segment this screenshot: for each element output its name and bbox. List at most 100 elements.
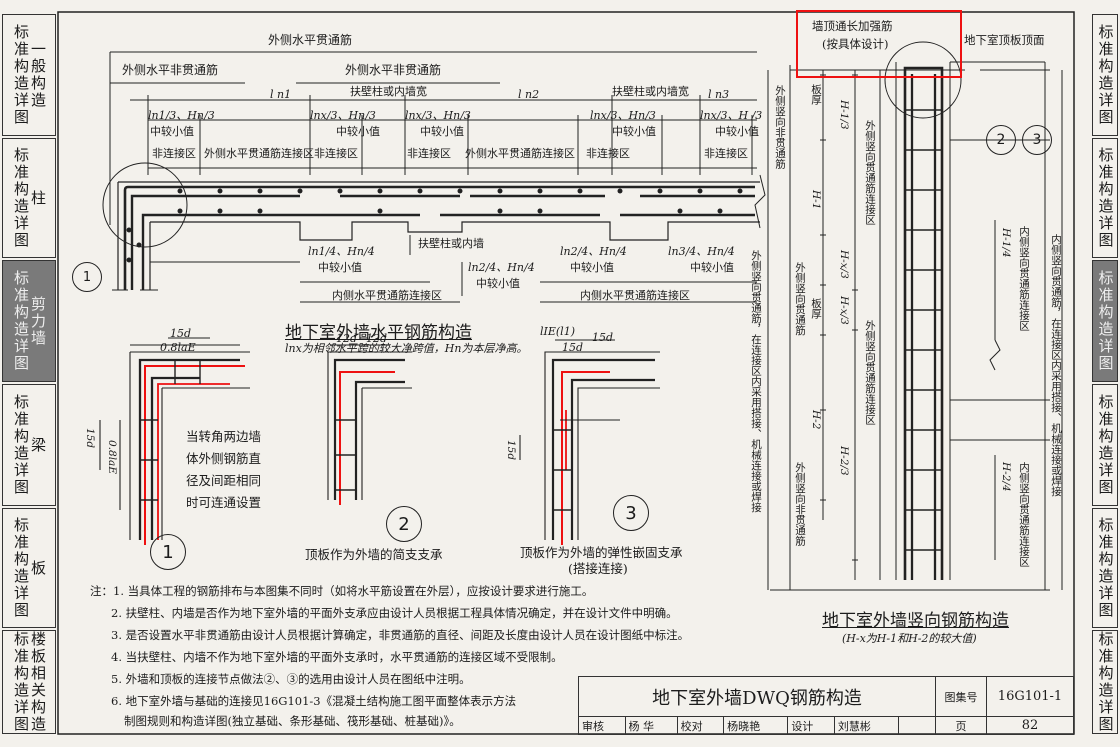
detail-2-caption: 顶板作为外墙的简支支承 — [305, 547, 443, 562]
top-bar-sub: (按具体设计) — [822, 37, 889, 51]
outer-conn-1: 外侧水平贯通筋连接区 — [204, 147, 314, 160]
review-label: 审核 — [578, 716, 626, 735]
d3-dim-a: 15d — [562, 341, 584, 354]
left-tab-sublabel: 标准构造详图 — [12, 631, 30, 733]
ln1-label: l n1 — [270, 88, 292, 101]
h1-label: H-1 — [810, 190, 822, 210]
drawing-title: 地下室外墙DWQ钢筋构造 — [578, 676, 936, 717]
right-tab-3[interactable]: 标准构造详图 — [1092, 260, 1118, 382]
smaller-5: 中较小值 — [715, 125, 759, 138]
designer: 刘慧彬 — [833, 716, 900, 735]
note-2: 2. 扶壁柱、内墙是否作为地下室外墙的平面外支承应由设计人员根据工程具体情况确定… — [111, 606, 678, 620]
pilaster-label-2: 扶壁柱或内墙宽 — [612, 85, 689, 98]
non-conn-3: 非连接区 — [407, 147, 451, 160]
page-label: 页 — [935, 716, 987, 735]
note-6: 6. 地下室外墙与基础的连接见16G101-3《混凝土结构施工图平面整体表示方法 — [111, 694, 517, 708]
highlight-box — [796, 10, 962, 78]
horizontal-title: 地下室外墙水平钢筋构造 — [285, 323, 472, 343]
right-tab-1[interactable]: 标准构造详图 — [1092, 14, 1118, 136]
slab-thk-1: 板厚 — [810, 84, 822, 105]
note-5: 5. 外墙和顶板的连接节点做法②、③的选用由设计人员在图纸中注明。 — [111, 672, 471, 686]
outer-non-through-label-2: 外侧水平非贯通筋 — [345, 63, 442, 77]
non-conn-1: 非连接区 — [152, 147, 196, 160]
d3-dim-b: 15d — [592, 331, 614, 344]
smaller-2: 中较小值 — [336, 125, 380, 138]
d3-dim-l: lIE(l1) — [540, 325, 575, 338]
bot-smaller-3: 中较小值 — [476, 277, 520, 290]
left-tab-5[interactable]: 标准构造详图板 — [2, 508, 56, 628]
bot-smaller-4: 中较小值 — [690, 261, 734, 274]
title-block: 地下室外墙DWQ钢筋构造 图集号 16G101-1 审核 杨 华 校对 杨晓艳 … — [578, 676, 1074, 735]
left-tab-label: 梁 — [29, 436, 47, 454]
outer-non-through-label-1: 外侧水平非贯通筋 — [122, 63, 219, 77]
pilaster-label-1: 扶壁柱或内墙宽 — [350, 85, 427, 98]
note-4: 4. 当扶壁柱、内墙不作为地下室外墙的平面外支承时，水平贯通筋的连接区域不受限制… — [111, 650, 563, 664]
non-conn-2: 非连接区 — [314, 147, 358, 160]
inner-conn-1: 内侧水平贯通筋连接区 — [332, 289, 442, 302]
outer-through-label: 外侧水平贯通筋 — [268, 33, 353, 47]
detail-3-caption: 顶板作为外墙的弹性嵌固支承 — [520, 545, 683, 560]
left-tab-1[interactable]: 标准构造详图一般构造 — [2, 14, 56, 136]
right-tab-4[interactable]: 标准构造详图 — [1092, 384, 1118, 506]
inner-conn-2: 内侧水平贯通筋连接区 — [580, 289, 690, 302]
design-label: 设计 — [787, 716, 835, 735]
right-tab-label: 标准构造详图 — [1096, 517, 1115, 619]
bot-dim-1: ln1/4、Hn/4 — [308, 245, 375, 258]
note-7: 制图规则和构造详图(独立基础、条形基础、筏形基础、桩基础)》。 — [124, 714, 461, 728]
atlas-no: 16G101-1 — [986, 676, 1074, 717]
detail-1-number: 1 — [150, 534, 186, 570]
note-1: 注：1. 当具体工程的钢筋排布与本图集不同时（如将水平筋设置在外层），应按设计要… — [90, 584, 594, 598]
smaller-1: 中较小值 — [150, 125, 194, 138]
left-tab-3[interactable]: 标准构造详图剪力墙 — [2, 260, 56, 382]
inner-conn-1: 内侧竖向贯通筋连接区 — [1018, 226, 1030, 331]
detail-3-number: 3 — [613, 495, 649, 531]
h2-label: H-2 — [810, 410, 822, 430]
left-tab-2[interactable]: 标准构造详图柱 — [2, 138, 56, 258]
top-dim-3: lnx/3、Hn/3 — [405, 109, 471, 122]
horizontal-rebar-drawing — [102, 51, 766, 303]
left-tab-sublabel: 标准构造详图 — [12, 270, 30, 372]
top-dim-2: lnx/3、Hn/3 — [310, 109, 376, 122]
vertical-rebar-drawing — [767, 41, 1063, 591]
vertical-subtitle: (H-x为H-1和H-2的较大值) — [842, 632, 977, 645]
right-tab-label: 标准构造详图 — [1096, 24, 1115, 126]
outer-vert-non-label-2: 外侧竖向非贯通筋 — [794, 462, 806, 546]
page-frame — [57, 11, 1075, 735]
hn-3: H-x/3 — [838, 296, 850, 325]
hn-4: H-2/3 — [838, 446, 850, 476]
top-bar-label: 墙顶通长加强筋 — [812, 19, 893, 33]
left-tab-6[interactable]: 标准构造详图楼板相关构造 — [2, 630, 56, 734]
d3-dim-left: 15d — [505, 440, 517, 461]
left-tab-4[interactable]: 标准构造详图梁 — [2, 384, 56, 506]
d1-note: 当转角两边墙 体外侧钢筋直 径及间距相同 时可连通设置 — [186, 426, 261, 514]
callout-1: 1 — [72, 262, 102, 292]
right-tab-2[interactable]: 标准构造详图 — [1092, 138, 1118, 258]
d2-dim-b: 12d — [366, 332, 388, 345]
page-no: 82 — [986, 716, 1074, 735]
right-tab-label: 标准构造详图 — [1096, 631, 1115, 733]
atlas-label: 图集号 — [935, 676, 987, 717]
callout-2: 2 — [986, 125, 1016, 155]
right-tab-6[interactable]: 标准构造详图 — [1092, 630, 1118, 734]
outer-vert-conn-1: 外侧竖向贯通筋连接区 — [864, 120, 876, 225]
d1-note-line-4: 时可连通设置 — [186, 495, 262, 510]
bot-smaller-2: 中较小值 — [570, 261, 614, 274]
slab-top-label: 地下室顶板顶面 — [964, 33, 1045, 47]
top-dim-1: ln1/3、Hn/3 — [148, 109, 215, 122]
bot-smaller-1: 中较小值 — [318, 261, 362, 274]
callout-3: 3 — [1022, 125, 1052, 155]
right-tab-label: 标准构造详图 — [1096, 147, 1115, 249]
bot-dim-2: ln2/4、Hn/4 — [560, 245, 627, 258]
d1-dim-top: 15d — [170, 327, 192, 340]
ln2-label: l n2 — [518, 88, 540, 101]
detail-2-number: 2 — [386, 506, 422, 542]
left-tab-label: 一般构造 — [29, 41, 47, 109]
left-tab-label: 剪力墙 — [29, 295, 47, 347]
top-dim-5: lnx/3、H /3 — [700, 109, 763, 122]
d1-note-line-1: 当转角两边墙 — [186, 429, 262, 444]
reviewer: 杨 华 — [624, 716, 678, 735]
check-label: 校对 — [676, 716, 725, 735]
right-tab-5[interactable]: 标准构造详图 — [1092, 508, 1118, 628]
note-3: 3. 是否设置水平非贯通筋由设计人员根据计算确定，非贯通筋的直径、间距及长度由设… — [111, 628, 690, 642]
left-tab-label: 楼板相关构造 — [29, 631, 47, 733]
